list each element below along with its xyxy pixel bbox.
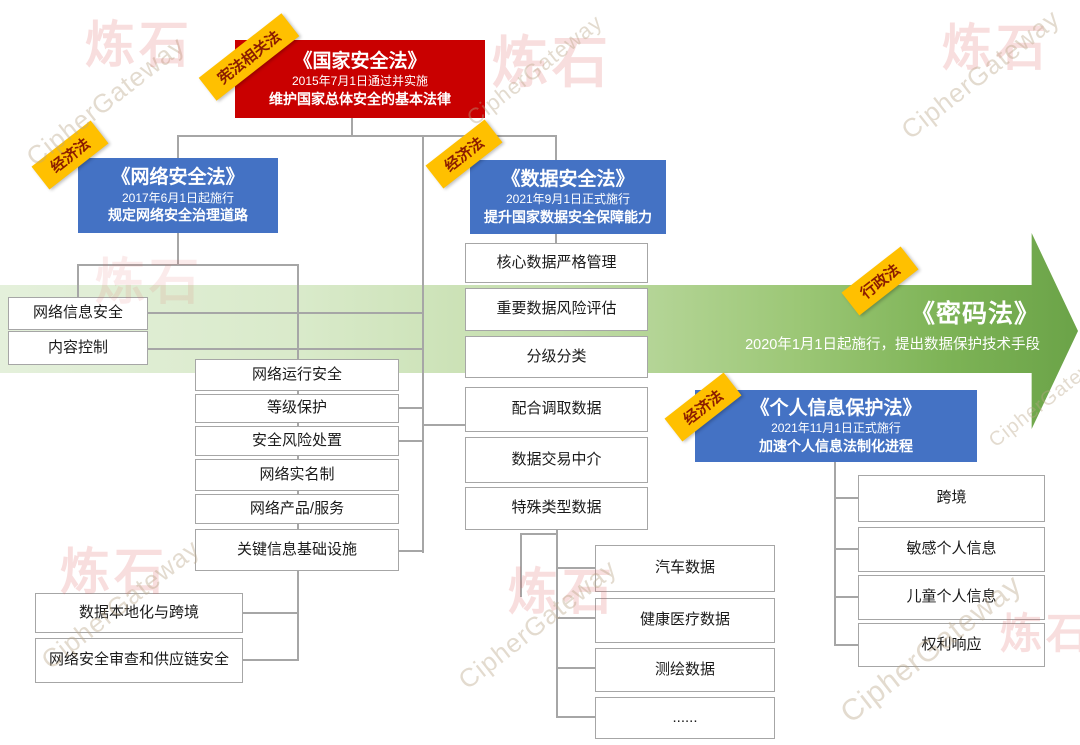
connector-line (556, 530, 558, 718)
law-subtitle: 2020年1月1日起施行，提出数据保护技术手段 (745, 337, 1040, 353)
leaf-important-data-risk-assessment: 重要数据风险评估 (465, 288, 648, 331)
law-date: 2015年7月1日通过并实施 (291, 74, 429, 89)
leaf-special-data-types: 特殊类型数据 (465, 487, 648, 530)
leaf-cooperate-data-retrieval: 配合调取数据 (465, 387, 648, 432)
connector-line (148, 348, 424, 350)
connector-line (834, 548, 858, 550)
leaf-cross-border: 跨境 (858, 475, 1045, 522)
connector-line (556, 716, 595, 718)
leaf-critical-info-infrastructure: 关键信息基础设施 (195, 529, 399, 571)
law-title: 《个人信息保护法》 (750, 397, 922, 419)
connector-line (520, 533, 522, 597)
leaf-health-medical-data: 健康医疗数据 (595, 598, 775, 643)
connector-line (555, 135, 557, 160)
leaf-classification-grading: 分级分类 (465, 336, 648, 378)
law-box-data-security: 《数据安全法》 2021年9月1日正式施行 提升国家数据安全保障能力 (470, 160, 666, 234)
connector-line (399, 407, 424, 409)
watermark-lianshi: 炼石 (85, 17, 193, 73)
leaf-data-localization-crossborder: 数据本地化与跨境 (35, 593, 243, 633)
connector-line (351, 117, 353, 135)
law-date: 2021年9月1日正式施行 (505, 192, 631, 207)
watermark-lianshi: 炼石 (492, 31, 612, 94)
connector-line (399, 440, 424, 442)
connector-line (177, 233, 179, 265)
law-desc: 维护国家总体安全的基本法律 (269, 90, 451, 107)
connector-line (520, 533, 557, 535)
watermark-cipher-gateway: CipherGateway (20, 29, 191, 172)
watermark-cipher-gateway: CipherGateway (895, 2, 1066, 145)
leaf-data-trading-intermediary: 数据交易中介 (465, 437, 648, 483)
law-box-national-security: 《国家安全法》 2015年7月1日通过并实施 维护国家总体安全的基本法律 (235, 40, 485, 118)
connector-line (834, 462, 836, 646)
law-desc: 规定网络安全治理道路 (108, 207, 248, 224)
leaf-children-personal-info: 儿童个人信息 (858, 575, 1045, 620)
connector-line (177, 135, 179, 158)
leaf-security-review-supply-chain: 网络安全审查和供应链安全 (35, 638, 243, 683)
leaf-security-risk-handling: 安全风险处置 (195, 426, 399, 456)
connector-line (834, 497, 858, 499)
law-desc: 加速个人信息法制化进程 (759, 437, 913, 454)
leaf-surveying-mapping-data: 测绘数据 (595, 648, 775, 692)
connector-line (556, 617, 595, 619)
law-title: 《数据安全法》 (501, 168, 635, 190)
connector-line (422, 424, 465, 426)
leaf-automobile-data: 汽车数据 (595, 545, 775, 592)
connector-line (243, 659, 299, 661)
law-title: 《密码法》 (909, 300, 1040, 328)
connector-line (177, 135, 557, 137)
law-title: 《网络安全法》 (111, 167, 245, 189)
connector-line (834, 644, 858, 646)
leaf-network-products-services: 网络产品/服务 (195, 494, 399, 524)
leaf-content-control: 内容控制 (8, 331, 148, 365)
leaf-network-info-security: 网络信息安全 (8, 297, 148, 330)
leaf-rights-response: 权利响应 (858, 623, 1045, 667)
connector-line (399, 550, 424, 552)
law-date: 2021年11月1日正式施行 (771, 421, 901, 436)
law-desc: 提升国家数据安全保障能力 (484, 208, 652, 225)
connector-line (834, 596, 858, 598)
leaf-network-operation-security: 网络运行安全 (195, 359, 399, 391)
connector-line (556, 667, 595, 669)
connector-line (555, 234, 557, 243)
leaf-graded-protection: 等级保护 (195, 394, 399, 423)
leaf-ellipsis-more: ...... (595, 697, 775, 739)
connector-line (77, 264, 299, 266)
connector-line (556, 567, 595, 569)
law-box-cybersecurity: 《网络安全法》 2017年6月1日起施行 规定网络安全治理道路 (78, 158, 278, 233)
leaf-core-data-management: 核心数据严格管理 (465, 243, 648, 283)
law-caption-cryptography: 《密码法》 2020年1月1日起施行，提出数据保护技术手段 (745, 294, 1040, 354)
connector-line (243, 612, 299, 614)
connector-line (77, 264, 79, 297)
leaf-real-name-system: 网络实名制 (195, 459, 399, 491)
law-date: 2017年6月1日起施行 (121, 190, 235, 205)
connector-line (422, 135, 424, 553)
watermark-lianshi: 炼石 (942, 20, 1050, 76)
connector-line (148, 312, 424, 314)
leaf-sensitive-personal-info: 敏感个人信息 (858, 527, 1045, 572)
law-box-personal-info: 《个人信息保护法》 2021年11月1日正式施行 加速个人信息法制化进程 (695, 390, 977, 462)
law-title: 《国家安全法》 (293, 50, 427, 72)
